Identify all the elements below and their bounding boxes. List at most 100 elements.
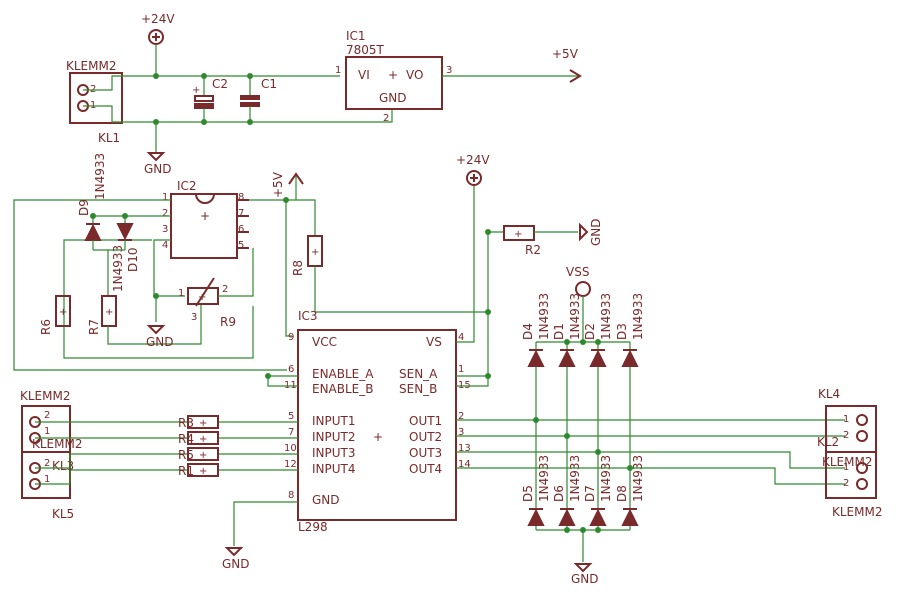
ic1-type: 7805T <box>346 43 385 57</box>
r5-label: R5 <box>178 448 194 462</box>
svg-text:1: 1 <box>458 364 464 375</box>
v5-label-top: +5V <box>552 47 579 61</box>
svg-text:3: 3 <box>191 312 197 323</box>
svg-text:4: 4 <box>458 332 464 343</box>
diode-d9: D9 1N4933 <box>77 153 107 250</box>
gnd-label-bottom-left: GND <box>222 557 250 571</box>
r4-label: R4 <box>178 432 194 446</box>
svg-text:2: 2 <box>843 430 849 441</box>
r1-label: R1 <box>178 464 194 478</box>
enable-a-pin: ENABLE_A <box>312 367 374 381</box>
gnd-symbol-bottom-left <box>224 547 244 557</box>
svg-text:5: 5 <box>238 240 244 251</box>
diode-d5: D5 1N4933 <box>521 420 551 530</box>
diode-d4: D4 1N4933 <box>521 293 551 420</box>
svg-text:+: + <box>200 209 210 223</box>
ic1-gnd: GND <box>379 91 407 105</box>
diode-d7: D7 1N4933 <box>583 452 613 530</box>
v5-arrow-mid <box>288 172 304 185</box>
svg-text:+: + <box>388 68 398 82</box>
svg-text:1N4933: 1N4933 <box>599 293 613 340</box>
svg-text:1: 1 <box>44 474 50 485</box>
sen-b-pin: SEN_B <box>399 382 437 396</box>
svg-text:+: + <box>373 430 383 444</box>
ic1-pin1: 1 <box>335 65 341 76</box>
klemm-left2: KLEMM2 <box>32 437 82 451</box>
ic2-section: IC2 + 12 34 87 65 D9 1N4933 D10 1 <box>13 153 488 371</box>
r2-label: R2 <box>525 243 541 257</box>
resistor-r2: + R2 GND <box>503 218 603 257</box>
svg-text:8: 8 <box>238 192 244 203</box>
vcc-pin: VCC <box>312 335 337 349</box>
r3-label: R3 <box>178 416 194 430</box>
resistor-r5: + R5 <box>178 447 219 462</box>
d1-label: D1 <box>552 323 566 340</box>
out1-pin: OUT1 <box>409 414 442 428</box>
r7-label: R7 <box>87 319 101 335</box>
svg-text:10: 10 <box>284 443 297 454</box>
potentiometer-r9: + 1 2 3 R9 <box>178 248 254 329</box>
v24-label-top: +24V <box>141 12 175 26</box>
svg-text:+: + <box>199 450 207 461</box>
svg-text:1N4933: 1N4933 <box>93 153 107 200</box>
svg-text:7: 7 <box>288 427 294 438</box>
capacitor-c1: C1 <box>240 76 277 122</box>
svg-text:1N4933: 1N4933 <box>631 293 645 340</box>
klemm-label-top: KLEMM2 <box>66 59 116 73</box>
diode-d6: D6 1N4933 <box>552 436 582 530</box>
svg-text:2: 2 <box>458 411 464 422</box>
gnd-symbol-top <box>146 152 166 162</box>
v24-label-mid: +24V <box>456 153 490 167</box>
gnd-label-top: GND <box>144 162 172 176</box>
v5-label-mid: +5V <box>271 171 285 198</box>
d9-label: D9 <box>77 199 91 216</box>
capacitor-c2: + C2 <box>192 76 228 122</box>
d7-label: D7 <box>583 485 597 502</box>
c1-label: C1 <box>261 77 277 91</box>
svg-text:12: 12 <box>284 459 297 470</box>
svg-text:14: 14 <box>458 459 471 470</box>
left-terminals: 21 21 KLEMM2 KLEMM2 KL3 KL5 + R3 + R4 + … <box>20 389 298 521</box>
resistor-r3: + R3 <box>178 415 219 430</box>
svg-text:1: 1 <box>44 426 50 437</box>
d8-label: D8 <box>615 485 629 502</box>
diode-d8: D8 1N4933 <box>615 455 645 530</box>
svg-text:1N4933: 1N4933 <box>599 455 613 502</box>
svg-text:1N4933: 1N4933 <box>631 455 645 502</box>
svg-text:3: 3 <box>162 224 168 235</box>
vss-supply: VSS <box>566 265 591 342</box>
gnd-symbol-r2 <box>579 222 589 242</box>
out3-pin: OUT3 <box>409 446 442 460</box>
l298-label: L298 <box>298 520 328 534</box>
kl3-label: KL3 <box>52 459 74 473</box>
svg-text:+: + <box>59 307 67 318</box>
svg-text:13: 13 <box>458 443 471 454</box>
kl5-label: KL5 <box>52 507 74 521</box>
svg-text:+: + <box>199 418 207 429</box>
kl2-terminal <box>825 451 877 499</box>
resistor-r6: + R6 <box>39 295 71 335</box>
ic1-pin3: 3 <box>446 65 452 76</box>
gnd-pin: GND <box>312 493 340 507</box>
v5-arrow-top <box>569 69 582 83</box>
kl1-label: KL1 <box>98 131 120 145</box>
svg-text:7: 7 <box>238 208 244 219</box>
svg-text:1N4933: 1N4933 <box>568 455 582 502</box>
svg-text:+: + <box>514 229 522 240</box>
input2-pin: INPUT2 <box>312 430 356 444</box>
klemm-left1: KLEMM2 <box>20 389 70 403</box>
svg-text:3: 3 <box>458 427 464 438</box>
svg-text:+: + <box>199 434 207 445</box>
d10-label: D10 <box>126 247 140 272</box>
svg-text:2: 2 <box>843 478 849 489</box>
svg-text:+: + <box>199 466 207 477</box>
r9-label: R9 <box>220 315 236 329</box>
input4-pin: INPUT4 <box>312 462 356 476</box>
d5-label: D5 <box>521 485 535 502</box>
svg-text:1: 1 <box>843 414 849 425</box>
svg-text:1N4933: 1N4933 <box>537 293 551 340</box>
ic1-regulator <box>345 56 443 110</box>
svg-text:2: 2 <box>44 410 50 421</box>
v24-supply-symbol-mid <box>466 170 482 186</box>
